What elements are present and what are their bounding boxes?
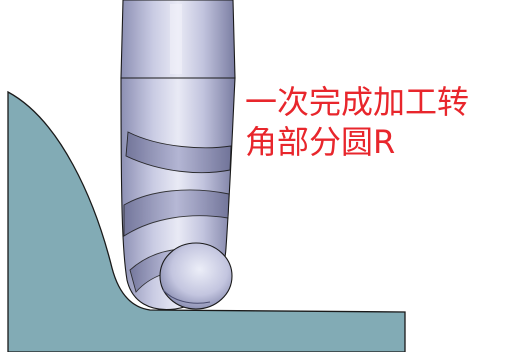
annotation-line-1: 一次完成加工转 xyxy=(245,83,470,121)
machining-annotation: 一次完成加工转 角部分圆R xyxy=(245,82,469,162)
ball-nose-edge xyxy=(162,289,211,304)
tool-flute-1 xyxy=(125,131,232,174)
workpiece xyxy=(7,90,406,352)
tool-ball-nose xyxy=(159,242,233,310)
tool-flute-2 xyxy=(123,189,230,237)
annotation-line-2: 角部分圆R xyxy=(245,123,396,161)
